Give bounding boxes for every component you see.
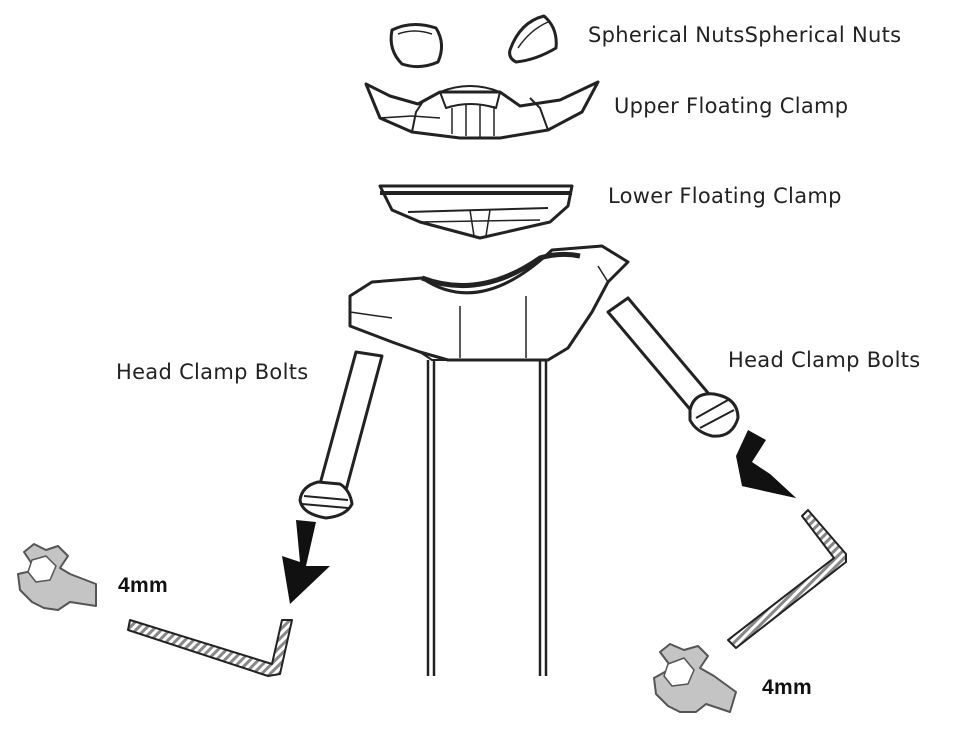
spherical-nuts-label: Spherical NutsSpherical Nuts xyxy=(588,23,902,47)
head-clamp-bolts-right-label: Head Clamp Bolts xyxy=(728,348,921,372)
hex-key-left-icon xyxy=(127,619,293,677)
head-clamp-bolt-left-icon xyxy=(298,350,384,520)
seatpost-head-icon xyxy=(348,244,630,362)
wrench-left-icon xyxy=(17,543,97,611)
lower-floating-clamp-icon xyxy=(378,184,574,240)
upper-floating-clamp-icon xyxy=(364,80,600,140)
head-clamp-bolts-left-label: Head Clamp Bolts xyxy=(116,360,309,384)
spherical-nut-left-icon xyxy=(389,23,443,69)
lower-floating-clamp-label: Lower Floating Clamp xyxy=(608,184,842,208)
tool-size-right-label: 4mm xyxy=(762,676,812,699)
wrench-right-icon xyxy=(653,643,737,713)
down-arrow-left-icon xyxy=(282,520,330,604)
down-arrow-right-icon xyxy=(736,430,796,498)
upper-floating-clamp-label: Upper Floating Clamp xyxy=(614,94,849,118)
spherical-nut-right-icon xyxy=(508,14,558,64)
tool-size-left-label: 4mm xyxy=(118,574,168,597)
hex-key-right-icon xyxy=(727,509,847,649)
seatpost-shaft-icon xyxy=(426,360,548,676)
head-clamp-bolt-right-icon xyxy=(606,296,740,438)
